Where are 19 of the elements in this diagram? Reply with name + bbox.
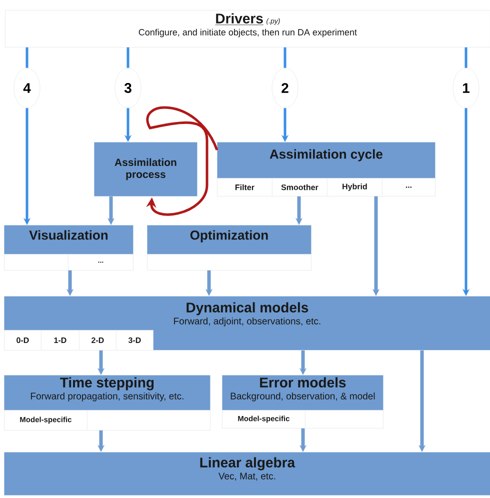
table-cell: ...: [382, 178, 436, 196]
table-cell: Smoother: [272, 178, 328, 196]
table-cell: 2-D: [79, 330, 116, 350]
cycle-arrow: [146, 106, 218, 216]
edge-label: 2: [272, 68, 298, 108]
table-cell: [4, 254, 68, 270]
table-cell: Hybrid: [327, 178, 382, 196]
table-cell: [87, 410, 210, 430]
table-cell: 3-D: [116, 330, 154, 350]
edge-label: 3: [114, 68, 142, 108]
process-box: Assimilation process: [94, 142, 198, 196]
table-cell: Filter: [217, 178, 272, 196]
layer-band: Linear algebra Vec, Mat, etc.: [4, 452, 490, 496]
edge-label: 1: [452, 68, 480, 108]
table-cell: [147, 254, 312, 270]
table-cell: 1-D: [41, 330, 80, 350]
table-cell: 0-D: [4, 330, 42, 350]
table-cell: [305, 410, 384, 428]
edge-label: 4: [14, 68, 40, 108]
